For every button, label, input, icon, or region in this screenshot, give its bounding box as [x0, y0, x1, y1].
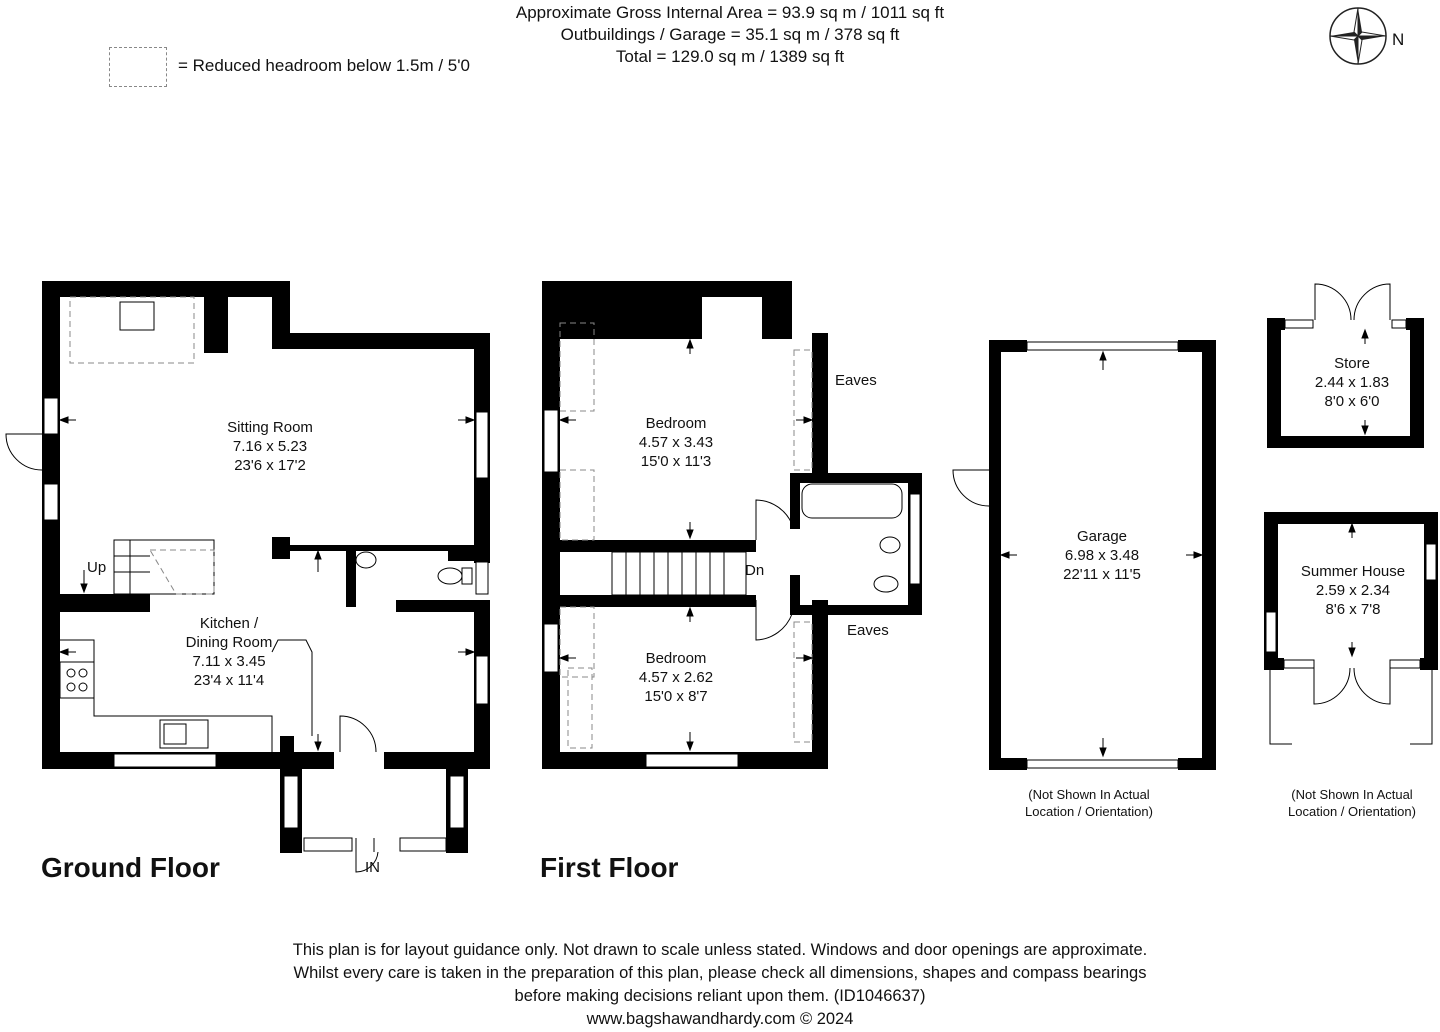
bedroom-2-name: Bedroom: [645, 650, 707, 667]
summer-house-note-line1: (Not Shown In Actual: [1291, 787, 1413, 802]
store-imperial: 8'0 x 6'0: [1324, 393, 1380, 410]
kitchen-label: Kitchen / Dining Room 7.11 x 3.45 23'4 x…: [129, 614, 329, 690]
summer-house-metric: 2.59 x 2.34: [1315, 582, 1391, 599]
reduced-headroom-label: = Reduced headroom below 1.5m / 5'0: [178, 56, 470, 75]
disclaimer-line-2: Whilst every care is taken in the prepar…: [293, 964, 1147, 982]
reduced-headroom-swatch: [109, 47, 167, 87]
bedroom-2-metric: 4.57 x 2.62: [638, 669, 714, 686]
store-name: Store: [1334, 355, 1370, 372]
bedroom-2-imperial: 15'0 x 8'7: [644, 688, 708, 705]
garage-name: Garage: [1076, 528, 1128, 545]
garage-note: (Not Shown In Actual Location / Orientat…: [989, 786, 1189, 820]
store-label: Store 2.44 x 1.83 8'0 x 6'0: [1252, 354, 1440, 411]
kitchen-name-line1: Kitchen /: [199, 615, 259, 632]
bedroom-1-label: Bedroom 4.57 x 3.43 15'0 x 11'3: [576, 414, 776, 471]
store-metric: 2.44 x 1.83: [1314, 374, 1390, 391]
sitting-room-name: Sitting Room: [227, 419, 313, 436]
stairs-up-label: Up: [87, 559, 107, 576]
summer-house-note: (Not Shown In Actual Location / Orientat…: [1252, 786, 1440, 820]
compass-rose-icon: [1329, 7, 1387, 65]
stairs-down-label: Dn: [745, 562, 765, 579]
summer-house-name: Summer House: [1300, 563, 1406, 580]
sitting-room-metric: 7.16 x 5.23: [232, 438, 308, 455]
summer-house-imperial: 8'6 x 7'8: [1325, 601, 1381, 618]
bedroom-1-imperial: 15'0 x 11'3: [640, 453, 712, 470]
eaves-top-label: Eaves: [835, 372, 877, 389]
kitchen-imperial: 23'4 x 11'4: [193, 672, 265, 689]
website-link[interactable]: www.bagshawandhardy.com © 2024: [586, 1010, 854, 1028]
entrance-label: IN: [365, 859, 380, 876]
kitchen-metric: 7.11 x 3.45: [192, 653, 266, 670]
garage-label: Garage 6.98 x 3.48 22'11 x 11'5: [1002, 527, 1202, 584]
total-area: Total = 129.0 sq m / 1389 sq ft: [615, 47, 845, 66]
outbuildings-area: Outbuildings / Garage = 35.1 sq m / 378 …: [560, 25, 900, 44]
garage-note-line2: Location / Orientation): [1025, 804, 1153, 819]
kitchen-name-line2: Dining Room: [185, 634, 273, 651]
bedroom-1-metric: 4.57 x 3.43: [638, 434, 714, 451]
garage-note-line1: (Not Shown In Actual: [1028, 787, 1150, 802]
gross-internal-area: Approximate Gross Internal Area = 93.9 s…: [515, 3, 945, 22]
first-floor-title: First Floor: [540, 852, 679, 883]
garage-metric: 6.98 x 3.48: [1064, 547, 1140, 564]
sitting-room-imperial: 23'6 x 17'2: [234, 457, 306, 474]
disclaimer-line-1: This plan is for layout guidance only. N…: [292, 941, 1148, 959]
summer-house-note-line2: Location / Orientation): [1288, 804, 1416, 819]
disclaimer-line-3: before making decisions reliant upon the…: [514, 987, 926, 1005]
eaves-bottom-label: Eaves: [847, 622, 889, 639]
ground-floor-title: Ground Floor: [41, 852, 220, 883]
bedroom-2-label: Bedroom 4.57 x 2.62 15'0 x 8'7: [576, 649, 776, 706]
compass-north-label: N: [1392, 30, 1405, 49]
bedroom-1-name: Bedroom: [645, 415, 707, 432]
ff-wall-west: [542, 281, 560, 769]
garage-imperial: 22'11 x 11'5: [1063, 566, 1141, 583]
summer-house-label: Summer House 2.59 x 2.34 8'6 x 7'8: [1253, 562, 1440, 619]
sitting-room-label: Sitting Room 7.16 x 5.23 23'6 x 17'2: [170, 418, 370, 475]
gf-wall-west: [42, 281, 60, 769]
